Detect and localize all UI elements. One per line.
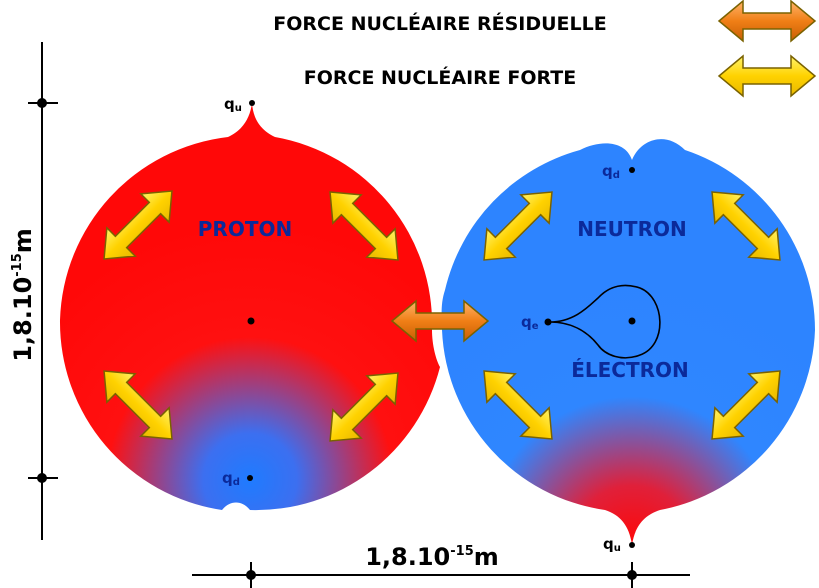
- proton-body: [59, 103, 441, 511]
- proton-quark-top-dot: [249, 100, 255, 106]
- neutron-quark-top-dot: [629, 167, 635, 173]
- residual-force-legend-icon: [718, 0, 816, 42]
- horizontal-dimension-label: 1,8.10-15m: [365, 543, 499, 571]
- proton-nucleon: [59, 103, 441, 511]
- electron-quark-label: qe: [521, 313, 539, 332]
- neutron-quark-top-label: qd: [602, 162, 620, 181]
- neutron-center-dot: [628, 317, 636, 325]
- electron-label: ÉLECTRON: [571, 358, 689, 382]
- vertical-dimension: [28, 42, 58, 540]
- proton-quark-bottom-dot: [247, 475, 253, 481]
- vertical-dimension-label: 1,8.10-15m: [9, 228, 37, 362]
- proton-quark-bottom-label: qd: [222, 469, 240, 488]
- strong-force-legend-icon: [718, 55, 816, 97]
- horizontal-dimension: [192, 562, 690, 588]
- proton-quark-top-label: qu: [224, 95, 242, 114]
- electron-dot: [544, 318, 552, 326]
- neutron-label: NEUTRON: [577, 217, 686, 241]
- neutron-quark-bottom-label: qu: [603, 535, 621, 554]
- electron-orbit: [549, 284, 661, 359]
- proton-label: PROTON: [198, 217, 292, 241]
- neutron-body: [441, 139, 815, 545]
- proton-center-dot: [247, 317, 255, 325]
- strong-force-legend-label: FORCE NUCLÉAIRE FORTE: [304, 66, 577, 89]
- neutron-quark-bottom-dot: [629, 542, 635, 548]
- residual-force-legend-label: FORCE NUCLÉAIRE RÉSIDUELLE: [273, 12, 606, 35]
- neutron-nucleon: [441, 139, 815, 545]
